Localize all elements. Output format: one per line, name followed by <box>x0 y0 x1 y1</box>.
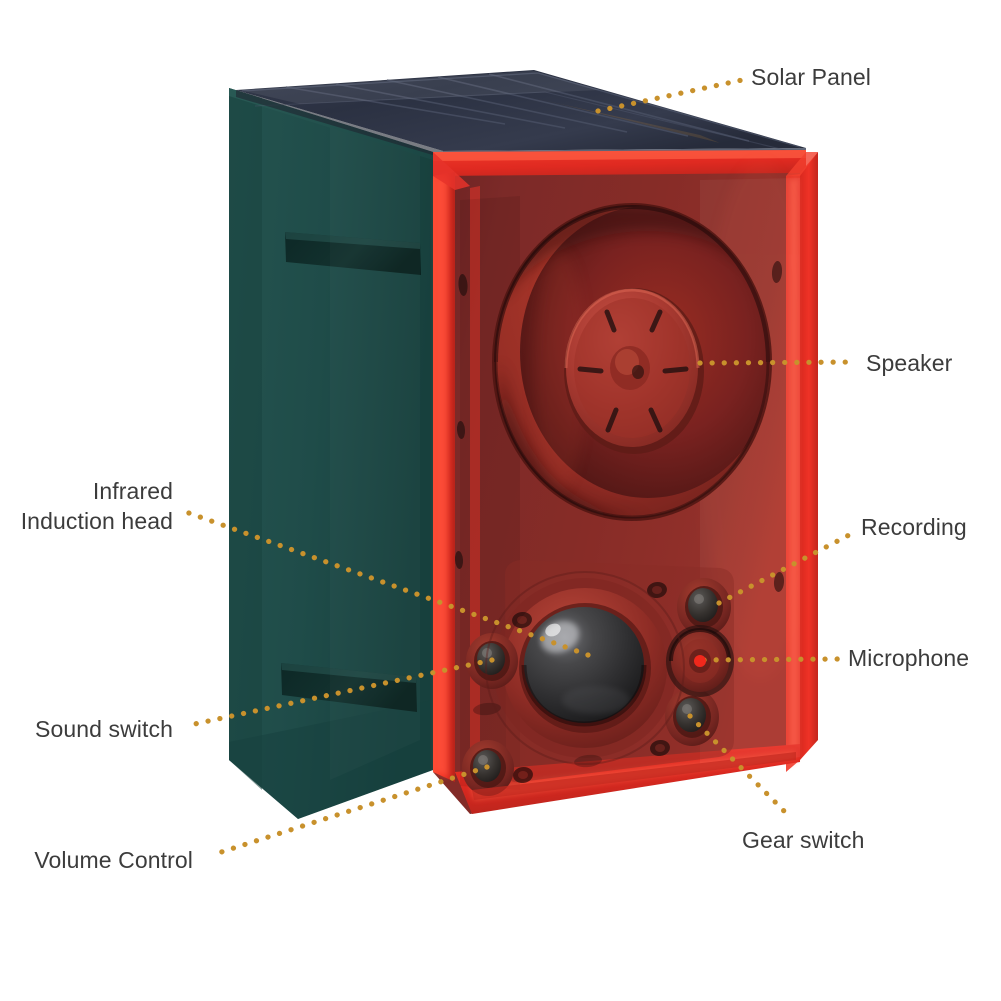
label-sound-switch: Sound switch <box>35 716 173 742</box>
leader-microphone <box>701 656 842 663</box>
label-volume-control: Volume Control <box>34 847 193 873</box>
leader-volume-control <box>209 764 490 858</box>
leader-endpoints <box>694 655 706 667</box>
leader-speaker <box>697 359 860 366</box>
pir-dome-assembly <box>493 578 677 758</box>
control-panel <box>462 560 734 796</box>
speaker-driver <box>564 288 704 454</box>
solar-panel-assembly <box>236 70 806 159</box>
solar-cell-grid <box>285 73 750 142</box>
leader-lines <box>183 77 860 858</box>
label-recording: Recording <box>861 514 967 540</box>
enclosure-green-side <box>229 88 433 819</box>
label-infrared-induction-head: Infrared Induction head <box>20 478 173 534</box>
leader-solar-panel <box>595 77 745 114</box>
driver-radial-slots <box>577 309 689 433</box>
microphone-port <box>666 625 734 697</box>
leader-gear-switch <box>687 713 787 814</box>
enclosure-red-body <box>433 150 818 814</box>
label-microphone: Microphone <box>848 645 970 671</box>
speaker-assembly <box>492 203 772 521</box>
label-speaker: Speaker <box>866 350 953 376</box>
frame-fasteners <box>454 274 468 569</box>
frame-fasteners-right <box>771 261 785 592</box>
knob-recording <box>677 578 731 636</box>
panel-screw-marks <box>473 581 670 784</box>
leader-recording <box>716 531 854 606</box>
red-right-face <box>800 152 818 760</box>
leader-infrared-induction-head <box>183 509 591 658</box>
endpoint-microphone <box>694 655 706 667</box>
label-gear-switch: Gear switch <box>742 827 865 853</box>
label-solar-panel: Solar Panel <box>751 64 872 90</box>
